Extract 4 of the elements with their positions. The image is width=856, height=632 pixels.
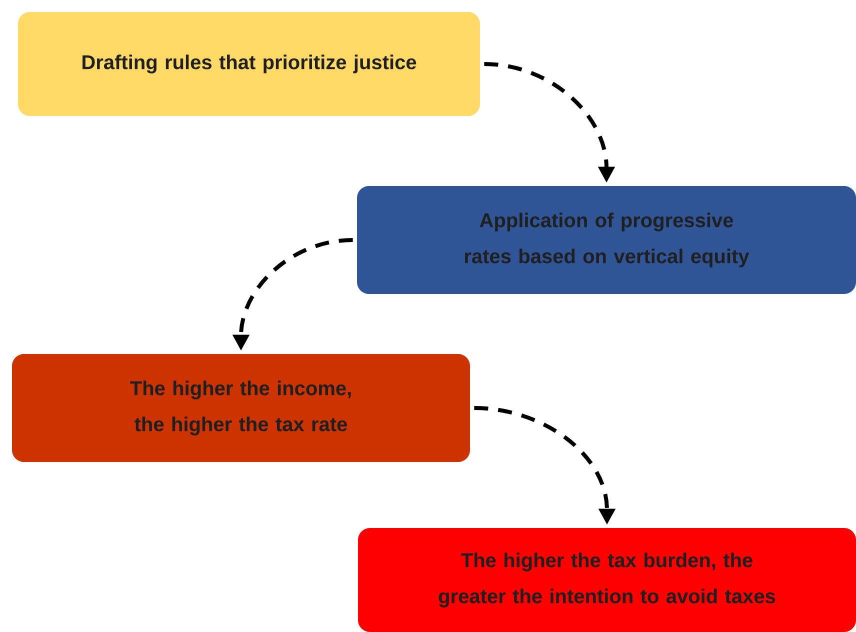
process-box: The higher the tax burden, the greater the intention to avoid taxes [358, 528, 856, 632]
process-box: Application of progressive rates based on vertical equity [357, 186, 856, 294]
process-box: Drafting rules that prioritize justice [18, 12, 480, 116]
process-box: The higher the income, the higher the tax rate [12, 354, 470, 462]
